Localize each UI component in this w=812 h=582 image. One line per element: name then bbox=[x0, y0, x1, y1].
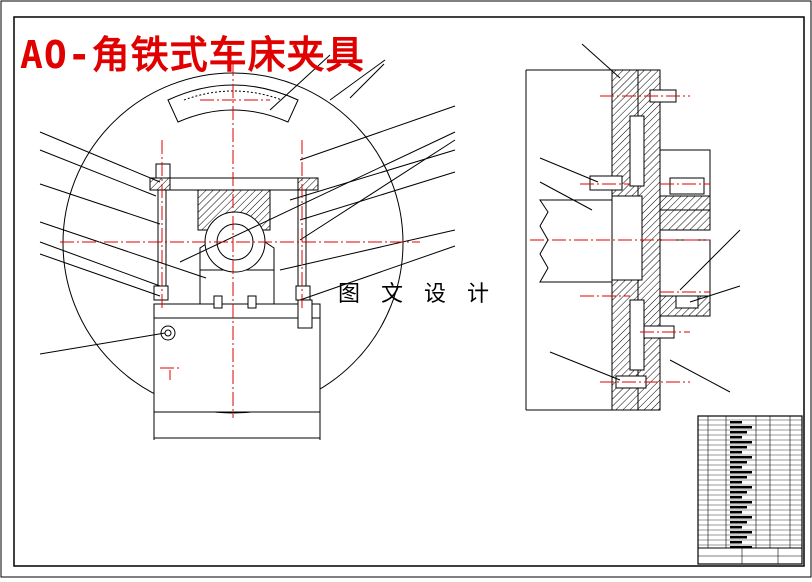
parts-list-entry-mark bbox=[730, 536, 747, 539]
parts-list-entry-mark bbox=[730, 476, 747, 479]
parts-list-entry-mark bbox=[730, 431, 747, 434]
parts-list-entry-mark bbox=[730, 486, 752, 489]
parts-list-entry-mark bbox=[730, 511, 742, 514]
drawing-caption: 图 文 设 计 bbox=[338, 282, 496, 307]
parts-list-entry-mark bbox=[730, 446, 747, 449]
front-centerlines bbox=[60, 62, 420, 418]
parts-list-entry-mark bbox=[730, 541, 742, 544]
parts-list-entry-mark bbox=[730, 466, 742, 469]
parts-list-entry-mark bbox=[730, 421, 742, 424]
parts-list-entry-mark bbox=[730, 456, 752, 459]
inner-border bbox=[13, 16, 805, 567]
drawing-title: AO-角铁式车床夹具 bbox=[20, 33, 365, 77]
front-view bbox=[39, 54, 456, 440]
parts-list-entry-mark bbox=[730, 436, 742, 439]
parts-list-entry-mark bbox=[730, 516, 752, 519]
parts-list-entry-mark bbox=[730, 546, 752, 549]
parts-list-entry-mark bbox=[730, 481, 742, 484]
parts-list-entry-mark bbox=[730, 526, 742, 529]
parts-list-entry-mark bbox=[730, 501, 752, 504]
parts-list-entry-mark bbox=[730, 506, 747, 509]
parts-list-rows bbox=[698, 419, 802, 549]
parts-list-entry-mark bbox=[730, 426, 752, 429]
parts-list-entry-mark bbox=[730, 461, 747, 464]
side-view bbox=[525, 43, 741, 411]
parts-list-entry-mark bbox=[730, 451, 742, 454]
parts-list-entry-mark bbox=[730, 491, 747, 494]
parts-list-entry-mark bbox=[730, 531, 752, 534]
parts-list-entry-mark bbox=[730, 496, 742, 499]
parts-list-entry-mark bbox=[730, 441, 752, 444]
angle-plate bbox=[153, 303, 321, 413]
parts-list-entry-mark bbox=[730, 471, 752, 474]
side-centerlines bbox=[530, 95, 710, 383]
parts-list-entry-mark bbox=[730, 521, 747, 524]
